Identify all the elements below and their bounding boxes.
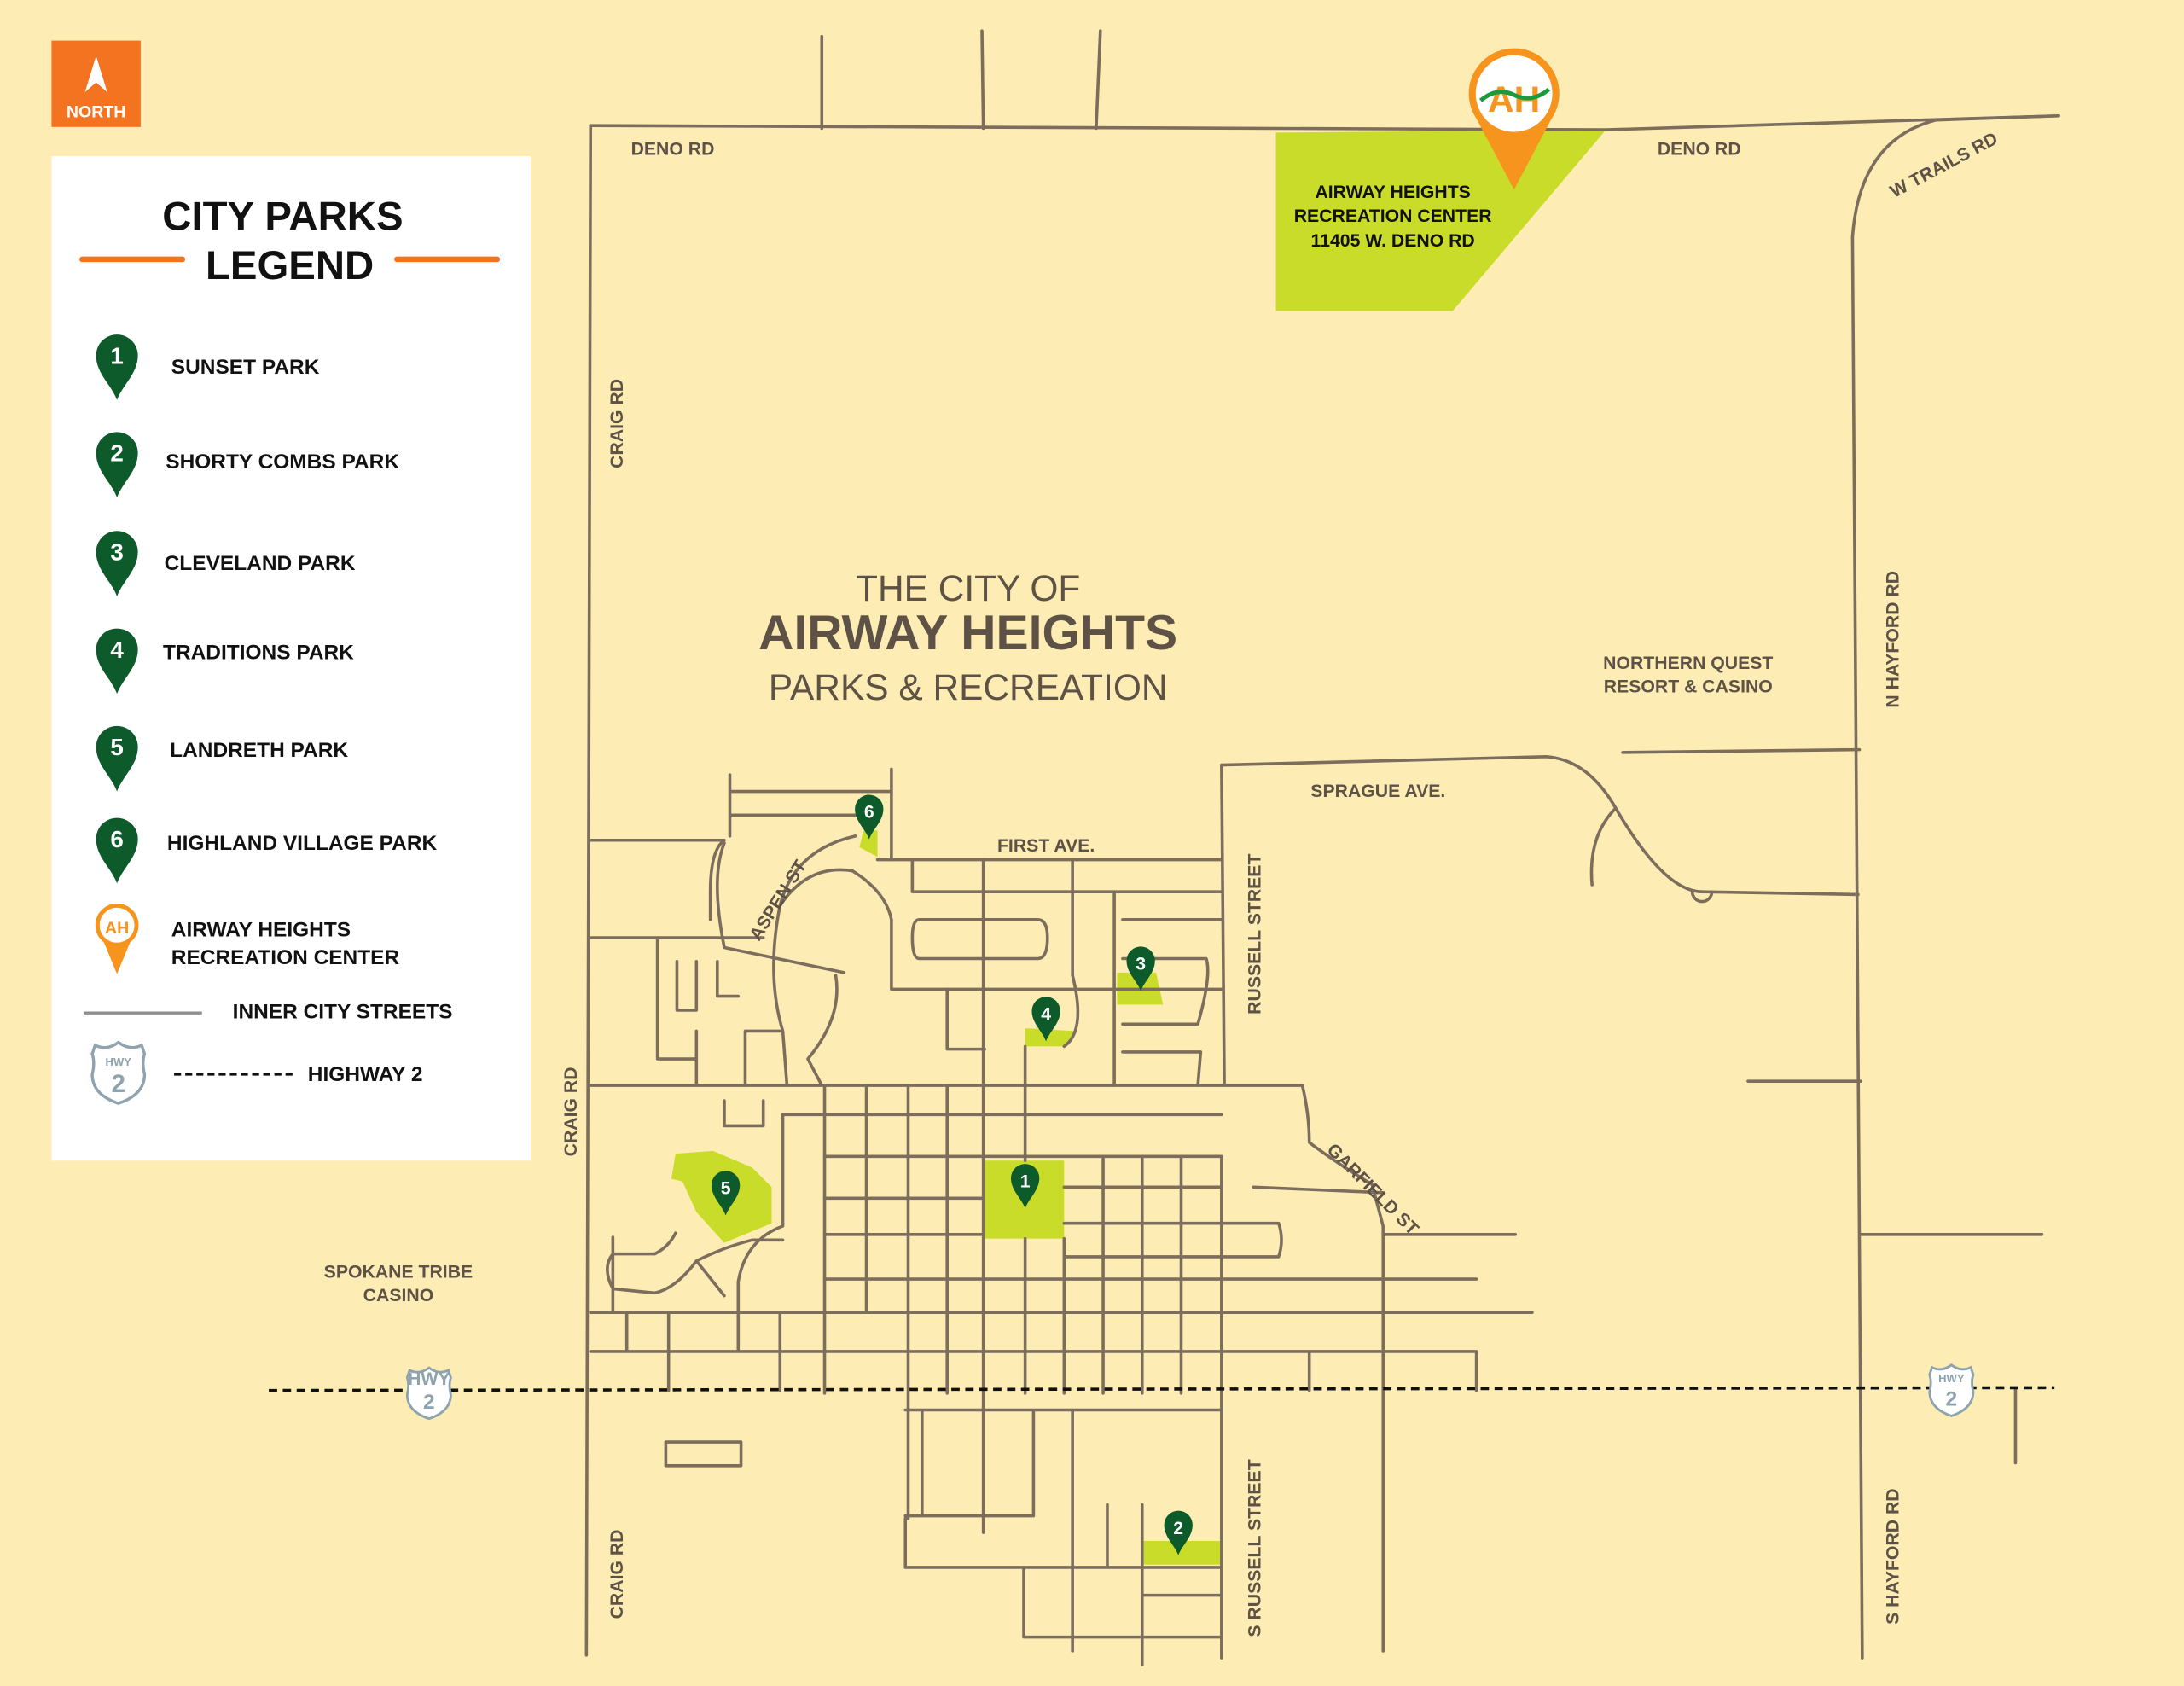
park-pin-4[interactable]: 4: [1031, 997, 1060, 1042]
park-pin-1[interactable]: 1: [1010, 1164, 1040, 1209]
legend-label: TRADITIONS PARK: [163, 641, 354, 664]
title-line3: PARKS & RECREATION: [769, 667, 1168, 707]
hwy-shield-label: HWY: [106, 1055, 132, 1068]
road-label-deno: DENO RD: [1658, 139, 1741, 159]
road-label-russell: RUSSELL STREET: [1246, 854, 1265, 1015]
place-northern-quest: RESORT & CASINO: [1604, 677, 1773, 697]
road-label-craig: CRAIG RD: [607, 1529, 627, 1619]
rec-center-address: 11405 W. DENO RD: [1311, 231, 1475, 251]
park-pin-5[interactable]: 5: [711, 1171, 741, 1216]
park-pin-2[interactable]: 2: [1164, 1510, 1193, 1555]
rec-center-name: RECREATION CENTER: [1294, 206, 1492, 226]
legend-label: LANDRETH PARK: [170, 739, 348, 762]
legend-label: HIGHWAY 2: [308, 1063, 423, 1086]
legend-label: HIGHLAND VILLAGE PARK: [167, 832, 438, 855]
road-label-sprague: SPRAGUE AVE.: [1310, 782, 1445, 801]
hwy-shield-label: HWY: [1938, 1372, 1965, 1385]
place-spokane-tribe: SPOKANE TRIBE: [324, 1262, 473, 1282]
road-label-s-hayford: S HAYFORD RD: [1883, 1488, 1902, 1625]
road-label-craig: CRAIG RD: [607, 379, 627, 468]
title-line2: AIRWAY HEIGHTS: [758, 606, 1177, 660]
pin-number: 3: [110, 539, 123, 566]
legend-item-highland-village-park: 6 HIGHLAND VILLAGE PARK: [96, 817, 438, 884]
park-pin-3[interactable]: 3: [1126, 946, 1155, 991]
pin-number: 5: [110, 734, 123, 760]
legend-label: CLEVELAND PARK: [165, 552, 356, 575]
traditions-park-area: [1025, 1028, 1076, 1047]
pin-number: 4: [110, 637, 124, 663]
pin-number: 2: [1173, 1519, 1183, 1538]
rec-center-pin[interactable]: AH: [1468, 48, 1560, 190]
legend-item-highway: HWY 2 HIGHWAY 2: [90, 1040, 423, 1105]
park-pin-6[interactable]: 6: [855, 794, 884, 840]
legend-item-cleveland-park: 3 CLEVELAND PARK: [96, 531, 356, 597]
road-label-n-hayford: N HAYFORD RD: [1883, 571, 1902, 708]
north-compass: NORTH: [51, 40, 141, 127]
hwy-shield-number: 2: [1946, 1388, 1958, 1411]
legend-title: CITY PARKS: [162, 195, 403, 240]
north-label: NORTH: [67, 102, 126, 121]
legend-item-shorty-combs-park: 2 SHORTY COMBS PARK: [96, 432, 399, 498]
pin-number: 1: [110, 342, 123, 369]
road-label-deno: DENO RD: [631, 139, 715, 159]
pin-number: 6: [110, 826, 123, 852]
legend-item-inner-streets: INNER CITY STREETS: [83, 1001, 453, 1024]
road-label-craig: CRAIG RD: [561, 1067, 581, 1156]
pin-number: 2: [110, 440, 123, 467]
legend-label: SUNSET PARK: [171, 356, 320, 379]
legend-item-rec-center: AH AIRWAY HEIGHTS RECREATION CENTER: [95, 904, 400, 974]
legend-label: RECREATION CENTER: [171, 946, 400, 969]
highway-2: [269, 1386, 2055, 1392]
map-title: THE CITY OF AIRWAY HEIGHTS PARKS & RECRE…: [758, 568, 1177, 707]
pin-number: 6: [864, 803, 874, 823]
rec-center-label: AIRWAY HEIGHTS RECREATION CENTER 11405 W…: [1294, 183, 1492, 251]
pin-number: 4: [1041, 1004, 1051, 1024]
pin-number: 3: [1136, 955, 1146, 974]
rec-center-area: [1275, 130, 1606, 311]
title-line1: THE CITY OF: [856, 568, 1080, 608]
north-arrow-icon: [84, 55, 107, 92]
legend-title: LEGEND: [206, 243, 374, 288]
place-labels: NORTHERN QUEST RESORT & CASINO SPOKANE T…: [324, 654, 1774, 1305]
legend-label: SHORTY COMBS PARK: [166, 451, 399, 474]
road-label-s-russell: S RUSSELL STREET: [1246, 1459, 1265, 1637]
hwy-shield-number: 2: [423, 1391, 435, 1414]
legend-label: AIRWAY HEIGHTS: [171, 918, 351, 941]
place-spokane-tribe: CASINO: [363, 1286, 434, 1305]
road-label-first-ave: FIRST AVE.: [997, 836, 1095, 856]
legend-item-landreth-park: 5 LANDRETH PARK: [96, 725, 348, 792]
pin-number: 1: [1020, 1171, 1031, 1191]
shorty-combs-park-area: [1141, 1540, 1221, 1565]
rec-center-name: AIRWAY HEIGHTS: [1315, 183, 1470, 202]
ah-logo: AH: [105, 919, 129, 938]
hwy-shield-label: HWY: [408, 1369, 450, 1389]
legend-item-traditions-park: 4 TRADITIONS PARK: [96, 628, 354, 695]
streets: [584, 29, 2060, 1667]
hwy-shield-west: HWY 2: [405, 1366, 452, 1421]
highland-village-park-area: [859, 830, 878, 858]
place-northern-quest: NORTHERN QUEST: [1603, 654, 1773, 673]
hwy-shield-number: 2: [112, 1070, 125, 1098]
legend-label: INNER CITY STREETS: [233, 1001, 453, 1024]
pin-number: 5: [721, 1178, 731, 1198]
hwy-shield-east: HWY 2: [1928, 1363, 1975, 1417]
